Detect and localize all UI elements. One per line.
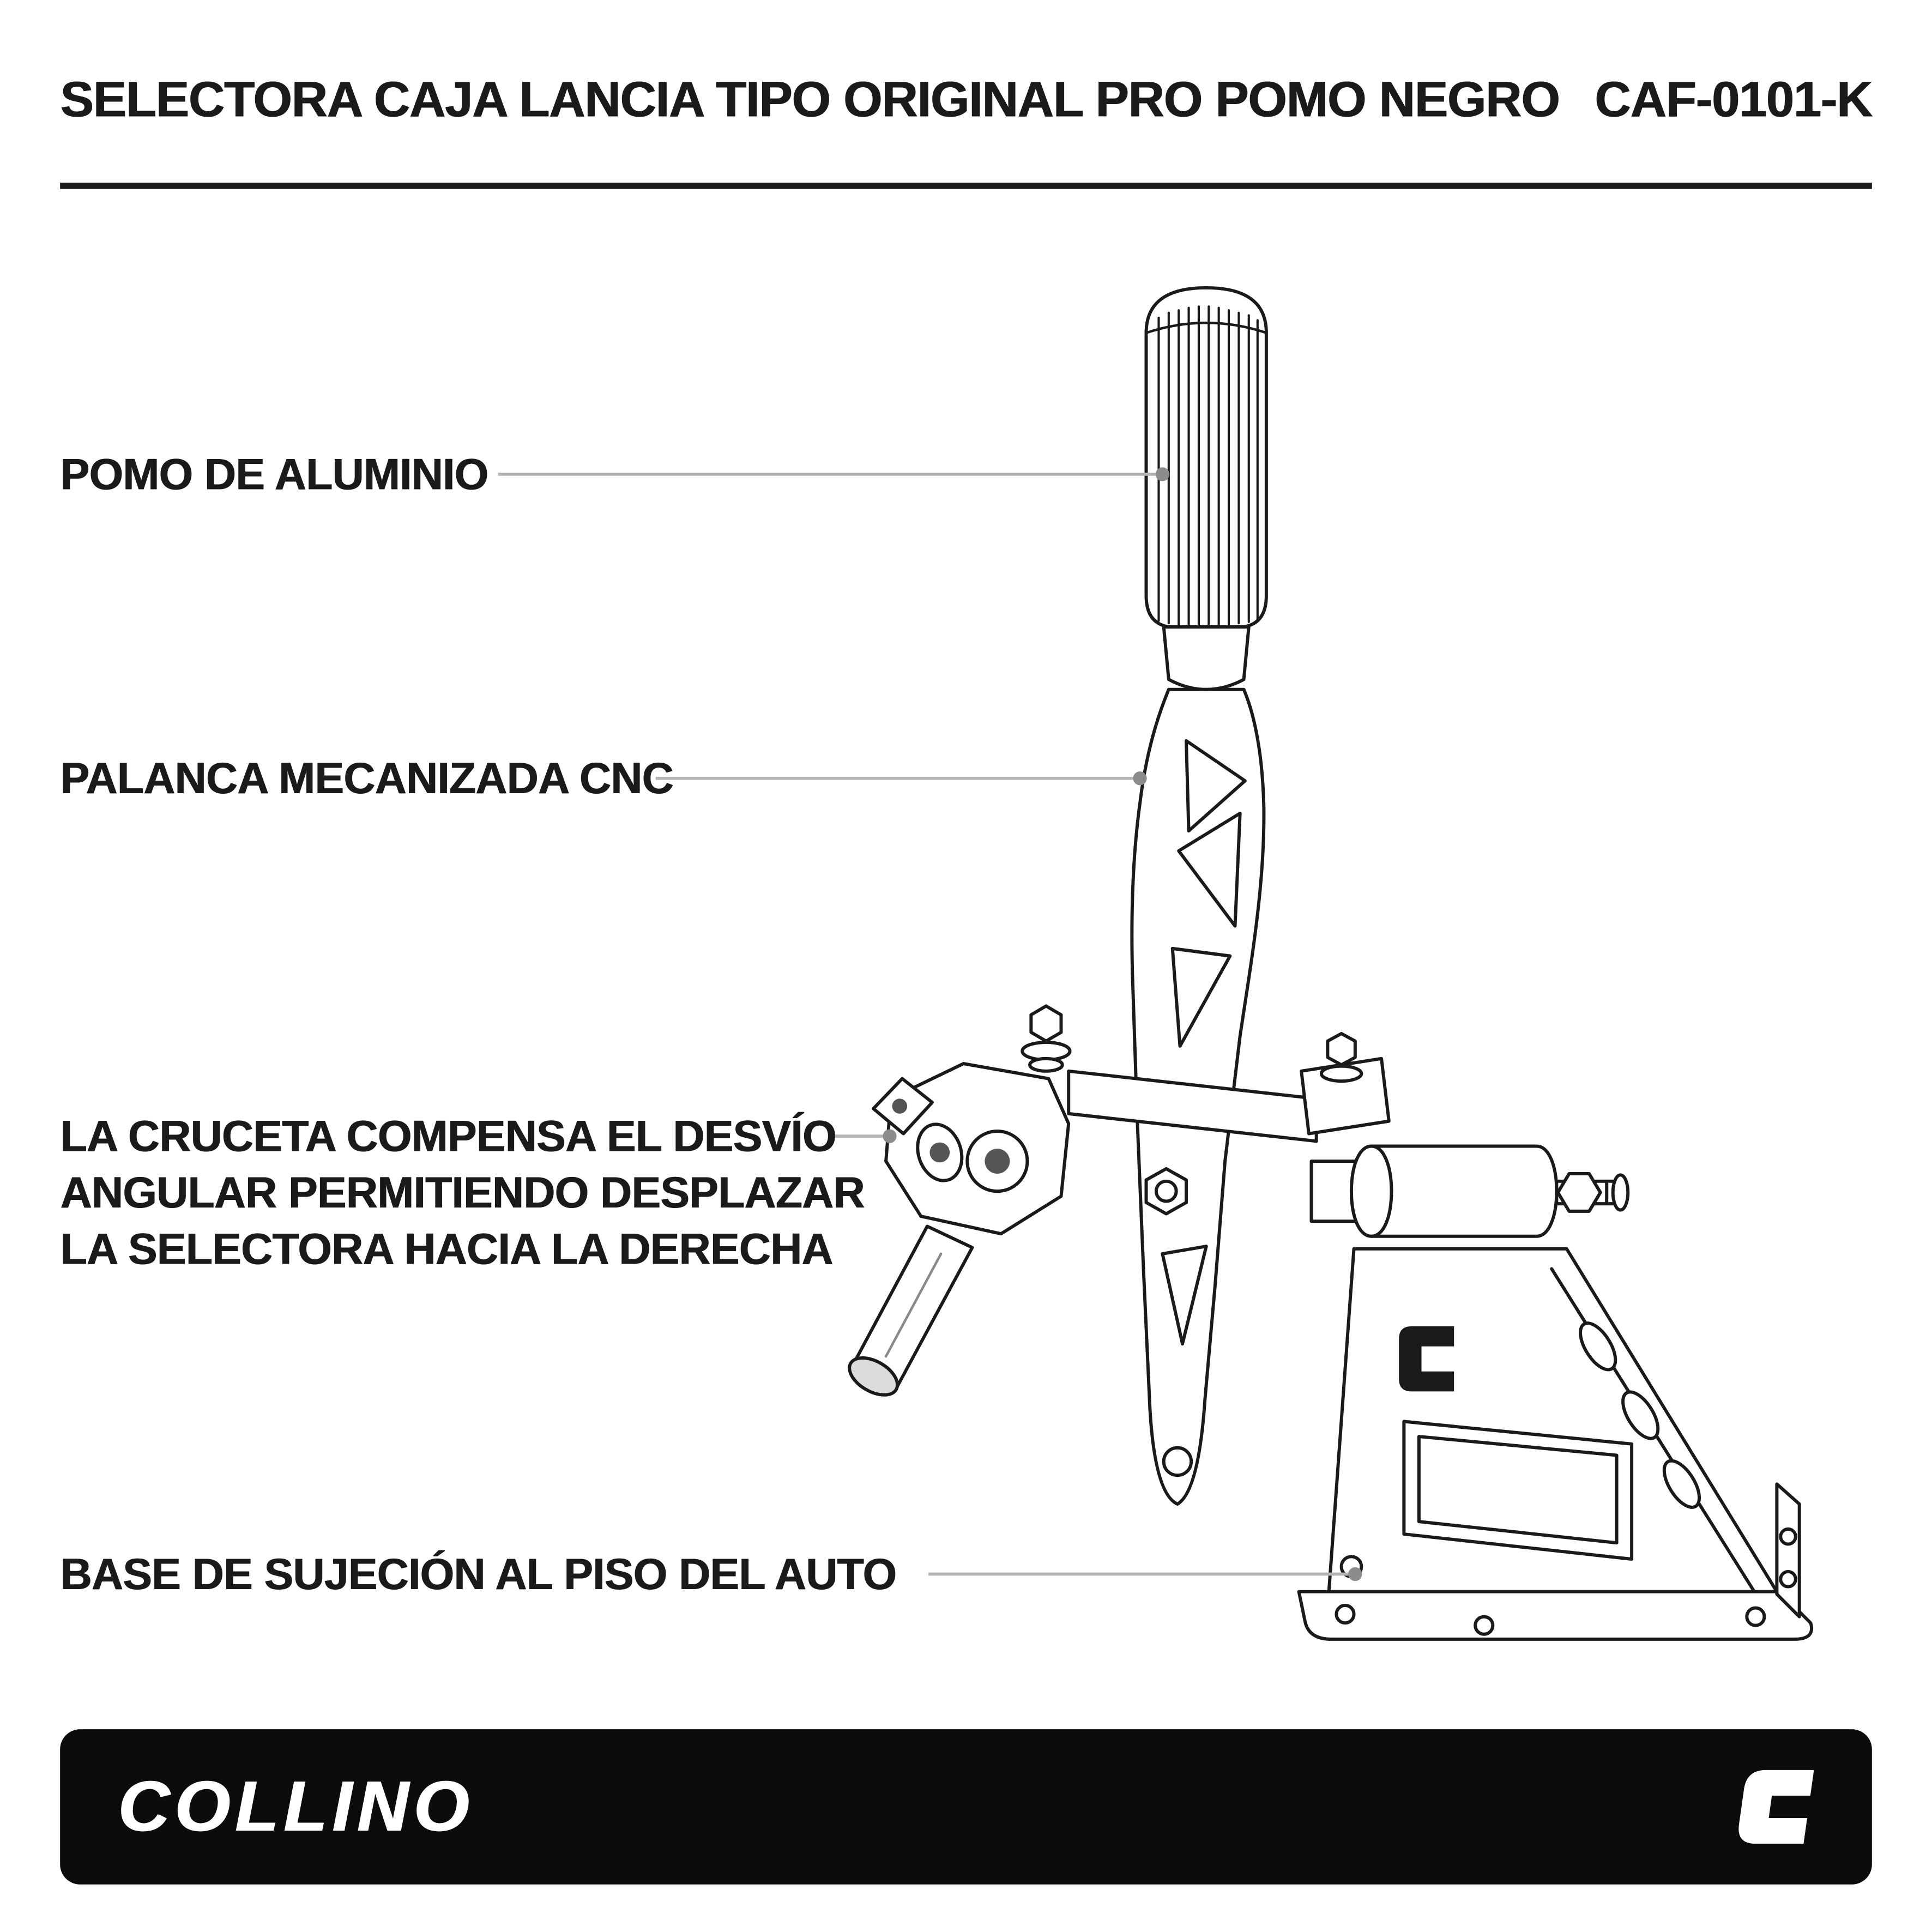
collino-wordmark: COLLINO xyxy=(117,1767,474,1847)
page-title: SELECTORA CAJA LANCIA TIPO ORIGINAL PRO … xyxy=(60,73,1560,128)
base-drawing xyxy=(1297,1247,1813,1641)
collino-c-logo-icon xyxy=(1738,1770,1814,1844)
leader-lines xyxy=(498,467,1362,1581)
ujoint-drawing xyxy=(848,1004,1391,1397)
label-cruceta-line3: LA SELECTORA HACIA LA DERECHA xyxy=(60,1225,833,1274)
header-divider xyxy=(60,183,1872,189)
knob-drawing xyxy=(1144,286,1268,691)
label-cruceta-line2: ANGULAR PERMITIENDO DESPLAZAR xyxy=(60,1168,865,1218)
linkage-drawing xyxy=(1309,1144,1630,1238)
label-cruceta-line1: LA CRUCETA COMPENSA EL DESVÍO xyxy=(60,1112,836,1162)
label-cruceta: LA CRUCETA COMPENSA EL DESVÍO ANGULAR PE… xyxy=(60,1109,865,1278)
label-palanca: PALANCA MECANIZADA CNC xyxy=(60,754,673,804)
leader-dot-palanca xyxy=(1133,771,1147,786)
product-code: CAF-0101-K xyxy=(1594,73,1873,128)
footer-brand-bar: COLLINO xyxy=(60,1729,1872,1885)
leader-dot-pomo xyxy=(1155,467,1169,481)
label-base: BASE DE SUJECIÓN AL PISO DEL AUTO xyxy=(60,1550,896,1599)
leader-dot-cruceta xyxy=(883,1129,897,1143)
label-pomo: POMO DE ALUMINIO xyxy=(60,450,488,499)
base-c-logo-icon xyxy=(1399,1326,1454,1392)
leader-dot-base xyxy=(1348,1567,1362,1581)
